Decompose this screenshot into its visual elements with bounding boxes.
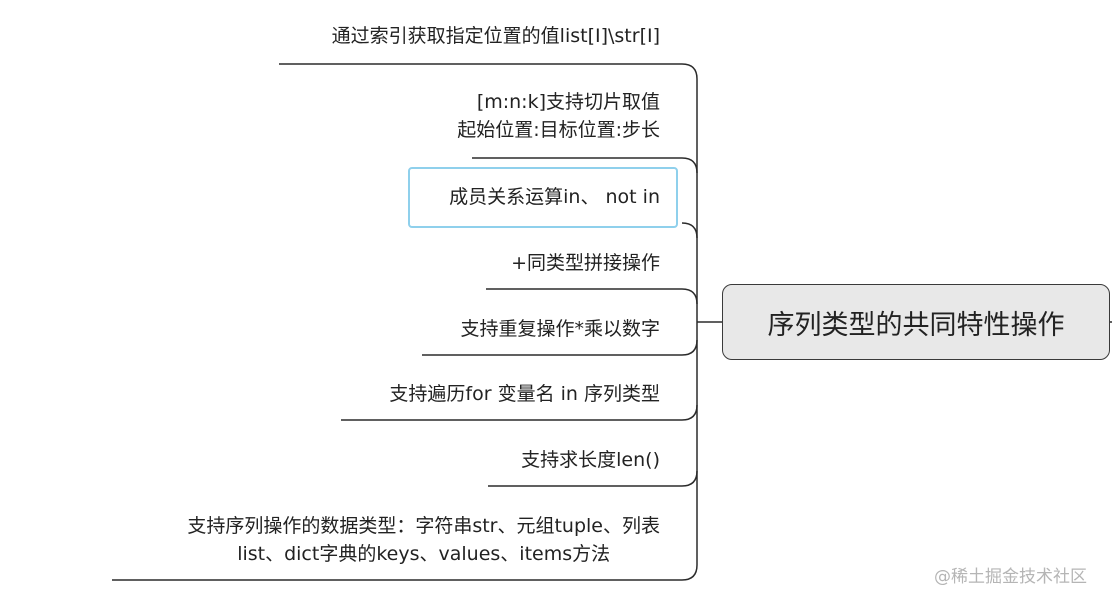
selected-node-frame	[408, 167, 678, 228]
branch-index-access[interactable]: 通过索引获取指定位置的值list[I]\str[I]	[332, 22, 660, 50]
branch-membership[interactable]: 成员关系运算in、 not in	[449, 183, 660, 211]
root-node[interactable]: 序列类型的共同特性操作	[722, 284, 1110, 360]
branch-iteration[interactable]: 支持遍历for 变量名 in 序列类型	[389, 380, 660, 408]
branch-label: 支持重复操作*乘以数字	[460, 318, 660, 340]
watermark: @稀土掘金技术社区	[934, 567, 1087, 587]
branch-repetition[interactable]: 支持重复操作*乘以数字	[460, 315, 660, 343]
connector-branch-7	[488, 470, 698, 487]
branch-label: 成员关系运算in、 not in	[449, 186, 660, 208]
branch-length[interactable]: 支持求长度len()	[521, 446, 660, 474]
branch-label: 支持求长度len()	[521, 449, 660, 471]
branch-label: [m:n:k]支持切片取值	[476, 91, 660, 113]
branch-label: 起始位置:目标位置:步长	[457, 119, 660, 141]
branch-slicing[interactable]: [m:n:k]支持切片取值 起始位置:目标位置:步长	[457, 88, 660, 144]
branch-label: 通过索引获取指定位置的值list[I]\str[I]	[331, 25, 660, 47]
branch-label: +同类型拼接操作	[511, 252, 660, 274]
branch-label: 支持序列操作的数据类型：字符串str、元组tuple、列表	[187, 515, 660, 537]
connector-branch-3	[681, 222, 698, 239]
root-label: 序列类型的共同特性操作	[767, 309, 1065, 341]
branch-label: list、dict字典的keys、values、items方法	[237, 543, 611, 565]
connector-branch-5	[422, 339, 698, 356]
connector-branch-6	[341, 404, 698, 421]
branch-supported-types[interactable]: 支持序列操作的数据类型：字符串str、元组tuple、列表 list、dict字…	[187, 512, 660, 568]
branch-concatenation[interactable]: +同类型拼接操作	[511, 249, 660, 277]
connector-branch-4	[486, 288, 698, 305]
branch-label: 支持遍历for 变量名 in 序列类型	[389, 383, 660, 405]
connector-branch-2	[472, 157, 698, 174]
